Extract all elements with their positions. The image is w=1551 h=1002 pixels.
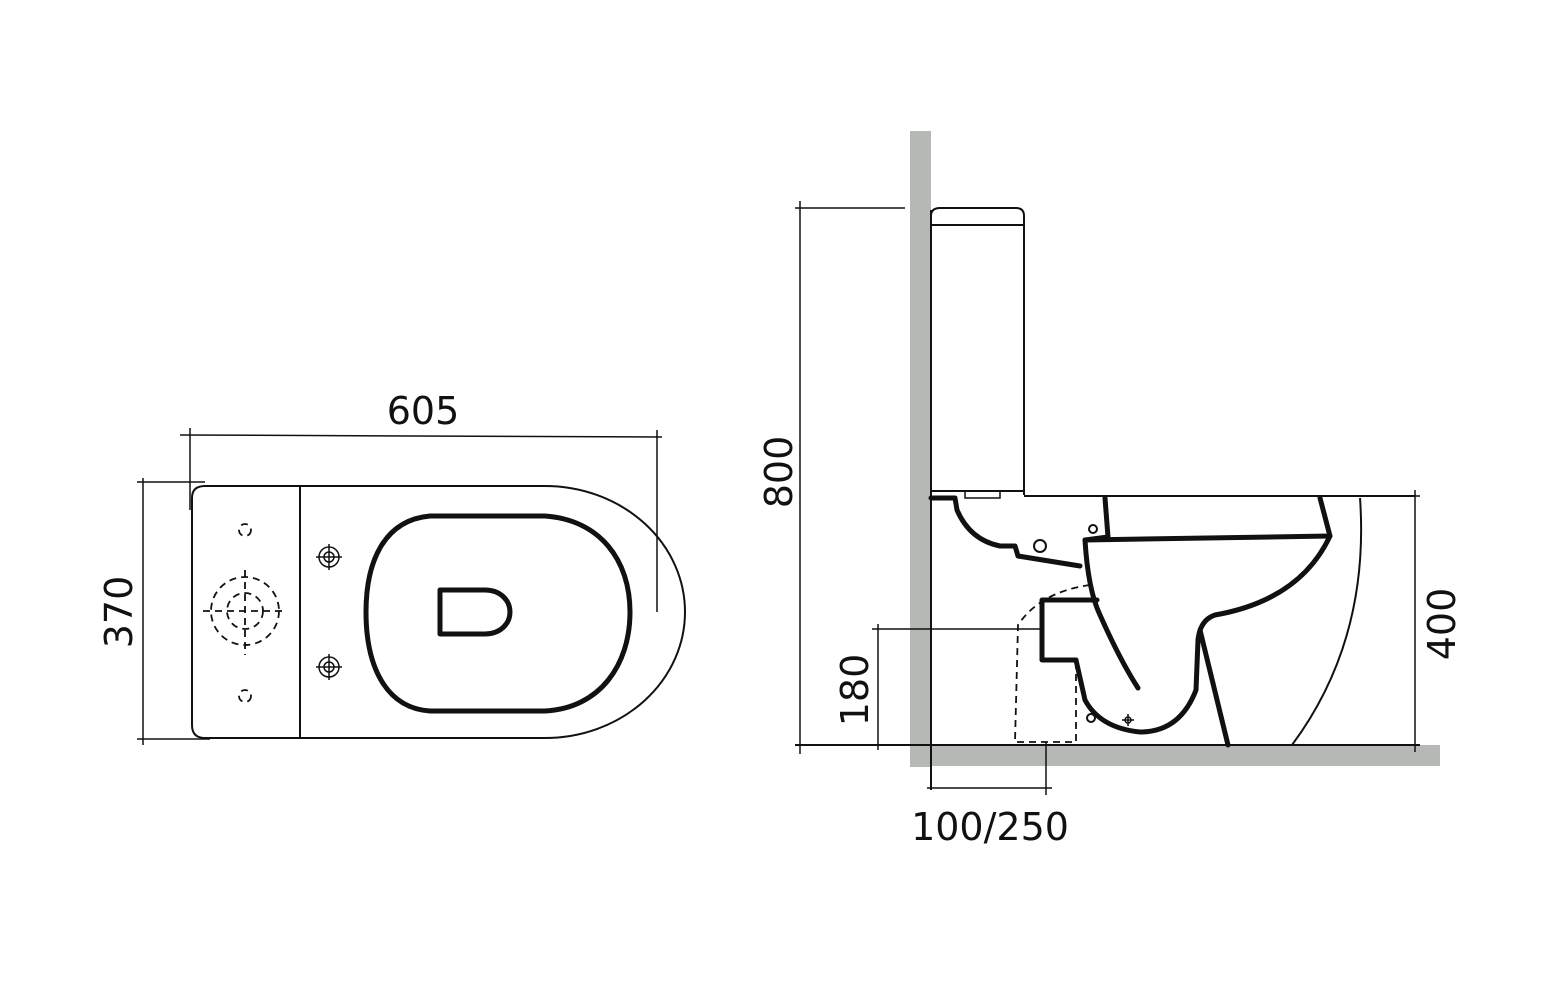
dimension-label-height: 800: [757, 436, 801, 509]
dimension-label-width: 370: [97, 576, 141, 649]
seat-fixing-icon: [316, 544, 342, 570]
dimension-label-seat-height: 400: [1420, 588, 1464, 661]
bowl-front-inner: [1082, 495, 1141, 691]
flush-button: [964, 491, 1001, 499]
dimension-line-605: [179, 434, 663, 438]
fixing-hole-icon: [1088, 524, 1098, 534]
toilet-top-outline: [191, 485, 686, 739]
floor: [910, 745, 1440, 766]
seat-fixing-icon: [316, 654, 342, 680]
dimension-label-outlet-distance: 100/250: [911, 805, 1069, 849]
fixing-hole-icon: [1086, 713, 1096, 723]
seat-outline: [363, 513, 633, 714]
dimension-label-length: 605: [387, 389, 460, 433]
side-view: 800 400 180 100/250: [757, 131, 1464, 849]
seat-hinge-cover: [437, 587, 513, 637]
tank-hole-icon: [238, 689, 252, 703]
seat-side: [1082, 495, 1333, 543]
cistern-outline: [930, 207, 1025, 495]
outlet-pipe: [1039, 597, 1100, 663]
alternate-outlet-dashed: [1014, 584, 1091, 743]
fixing-hole-icon: [1033, 539, 1047, 553]
outlet-crosshair-icon: [203, 570, 287, 655]
cistern-bottom: [928, 495, 1083, 569]
pedestal-front: [1197, 627, 1231, 748]
pedestal-outer: [1291, 497, 1363, 746]
tank-hole-icon: [238, 523, 252, 537]
top-view: 605 370: [97, 389, 686, 745]
wall: [910, 131, 931, 767]
trap-outline: [1073, 533, 1333, 735]
fixing-point-icon: [1122, 714, 1134, 726]
dimension-label-outlet-height: 180: [833, 654, 877, 727]
